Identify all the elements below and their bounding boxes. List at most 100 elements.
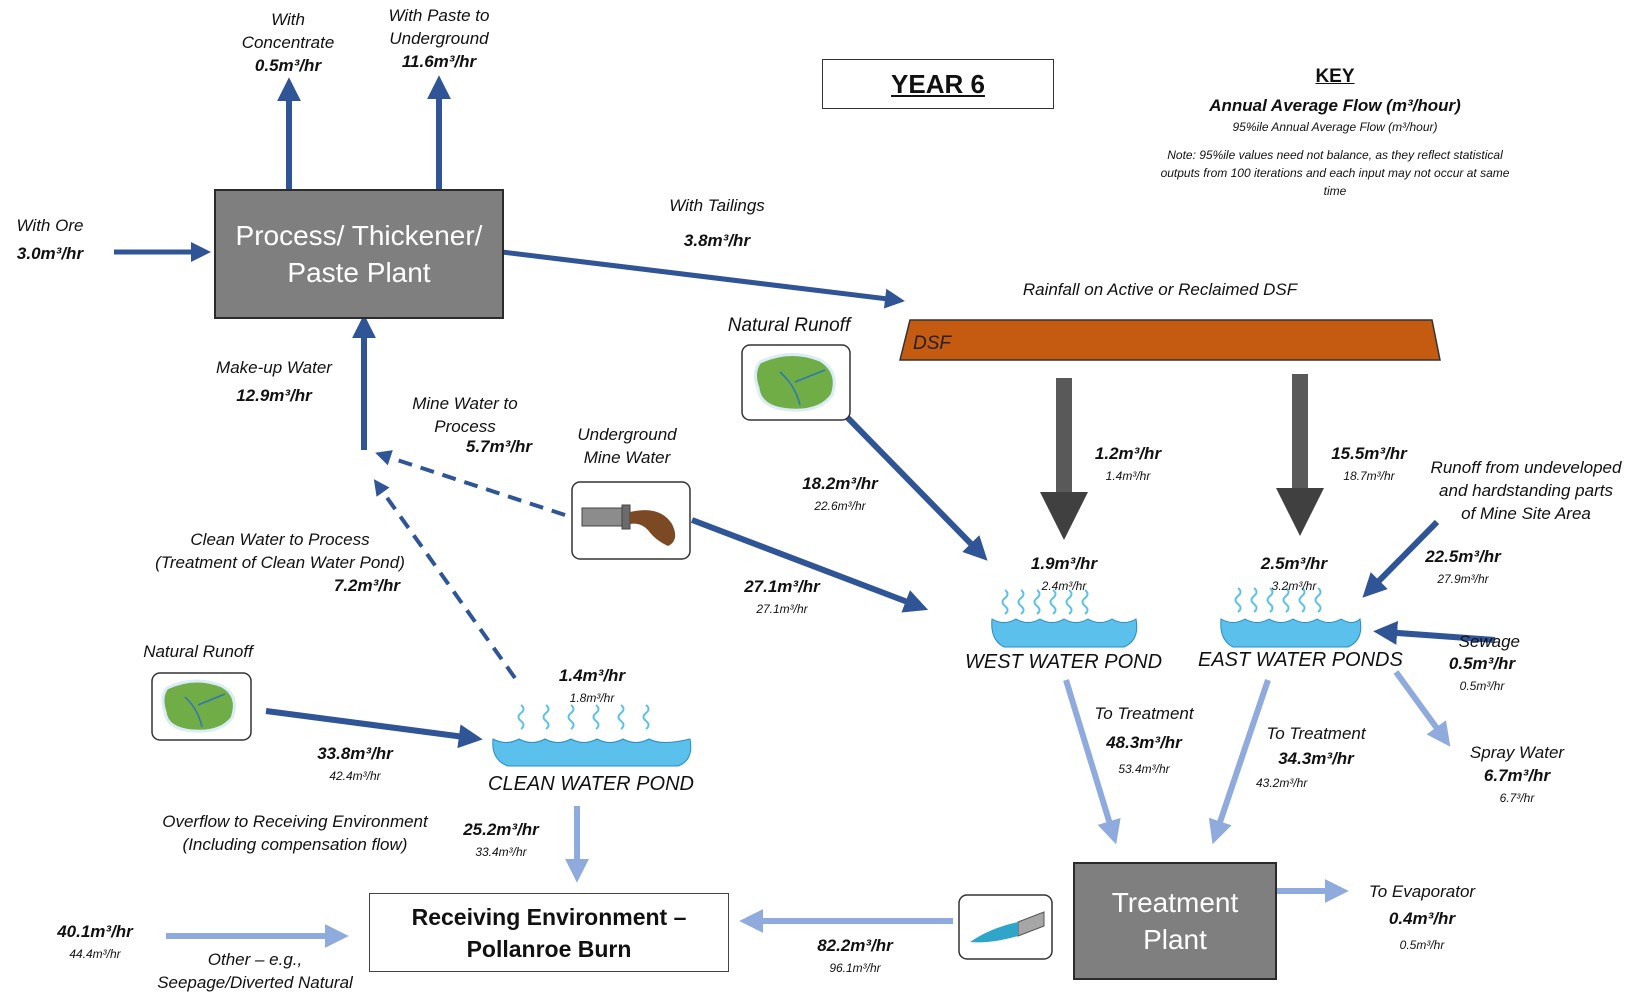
flow-text: 1.4m³/hr bbox=[558, 666, 626, 685]
label-ore: With Ore 3.0m³/hr bbox=[4, 214, 96, 265]
flow-text: 44.4m³/hr bbox=[69, 947, 121, 961]
treatment-line-2: Plant bbox=[1143, 924, 1207, 955]
flow-text: 43.2m³/hr bbox=[1256, 776, 1308, 790]
label-evaporator: To Evaporator 0.4m³/hr 0.5m³/hr bbox=[1352, 880, 1492, 957]
arrow-east-treatment bbox=[1208, 679, 1271, 845]
flow-text: 42.4m³/hr bbox=[329, 769, 381, 783]
receiving-line-2: Pollanroe Burn bbox=[466, 935, 632, 962]
clean-pond-label: CLEAN WATER POND bbox=[488, 773, 694, 795]
flow-text: 27.9m³/hr bbox=[1437, 572, 1489, 586]
flow-text: 1.9m³/hr bbox=[1030, 554, 1098, 573]
land-runoff-icon bbox=[741, 344, 851, 421]
flow-text: 5.7m³/hr bbox=[465, 437, 532, 456]
flow-text: 3.8m³/hr bbox=[683, 231, 751, 250]
year-title: YEAR 6 bbox=[822, 59, 1054, 109]
flow-text: 22.6m³/hr bbox=[814, 499, 866, 513]
flow-text: 1.8m³/hr bbox=[569, 691, 615, 705]
arrow-spray bbox=[1393, 670, 1451, 747]
receiving-environment-box: Receiving Environment – Pollanroe Burn bbox=[369, 893, 729, 972]
value-treatment-discharge: 82.2m³/hr 96.1m³/hr bbox=[800, 934, 910, 980]
flow-text: Spray Water bbox=[1469, 743, 1565, 762]
flow-text: 15.5m³/hr bbox=[1331, 444, 1407, 463]
flow-text: Natural Runoff bbox=[727, 315, 851, 336]
flow-text: Mine Water to bbox=[412, 394, 518, 413]
flow-text: 33.4m³/hr bbox=[475, 845, 527, 859]
arrow-tailings bbox=[501, 249, 905, 309]
value-west-rain: 1.9m³/hr 2.4m³/hr bbox=[1014, 552, 1114, 598]
label-rainfall-dsf: Rainfall on Active or Reclaimed DSF bbox=[1000, 278, 1320, 301]
flow-text: 0.5m³/hr bbox=[1459, 679, 1505, 693]
value-sewage: 0.5m³/hr 0.5m³/hr bbox=[1432, 652, 1532, 698]
flow-text: Underground bbox=[577, 425, 677, 444]
west-pond-shape bbox=[991, 618, 1138, 648]
label-natural-runoff-clean: Natural Runoff bbox=[128, 640, 268, 663]
flow-text: With bbox=[271, 10, 305, 29]
label-tailings: With Tailings 3.8m³/hr bbox=[652, 194, 782, 252]
value-dsf-west: 1.2m³/hr 1.4m³/hr bbox=[1078, 442, 1178, 488]
flow-text: 11.6m³/hr bbox=[401, 52, 477, 71]
label-spray-water: Spray Water 6.7m³/hr 6.7³/hr bbox=[1462, 741, 1572, 810]
label-east-to-treatment: To Treatment 34.3m³/hr 43.2m³/hr bbox=[1256, 722, 1376, 795]
arrow-runoff-clean bbox=[265, 708, 483, 749]
flow-text: 1.4m³/hr bbox=[1105, 469, 1151, 483]
flow-text: (Treatment of Clean Water Pond) bbox=[155, 553, 405, 572]
pipe-outflow-icon bbox=[571, 481, 691, 560]
label-paste: With Paste to Underground 11.6m³/hr bbox=[374, 4, 504, 73]
value-overflow: 25.2m³/hr 33.4m³/hr bbox=[446, 818, 556, 864]
receiving-line-1: Receiving Environment – bbox=[411, 903, 687, 930]
value-underground: 27.1m³/hr 27.1m³/hr bbox=[722, 575, 842, 621]
clean-pond-shape bbox=[492, 738, 692, 767]
arrow-sewage bbox=[1373, 620, 1496, 645]
process-line-1: Process/ Thickener/ bbox=[235, 220, 483, 251]
flow-text: 3.2m³/hr bbox=[1271, 579, 1317, 593]
flow-text: 3.0m³/hr bbox=[16, 244, 84, 263]
dsf-label: DSF bbox=[913, 333, 951, 354]
flow-text: 7.2m³/hr bbox=[333, 576, 400, 595]
value-other: 40.1m³/hr 44.4m³/hr bbox=[40, 920, 150, 966]
east-pond-shape bbox=[1220, 617, 1362, 648]
flow-text: Concentrate bbox=[241, 33, 335, 52]
flow-text: 6.7m³/hr bbox=[1483, 766, 1551, 785]
flow-text: Rainfall on Active or Reclaimed DSF bbox=[1022, 280, 1298, 299]
flow-text: Process bbox=[434, 417, 496, 436]
east-pond-label: EAST WATER PONDS bbox=[1198, 649, 1403, 671]
flow-text: 0.5m³/hr bbox=[1448, 654, 1516, 673]
value-runoff-west: 18.2m³/hr 22.6m³/hr bbox=[780, 472, 900, 518]
flow-text: Underground bbox=[389, 29, 489, 48]
flow-text: 22.5m³/hr bbox=[1425, 547, 1501, 566]
arrow-runoff-west bbox=[842, 412, 988, 561]
value-runoff-clean: 33.8m³/hr 42.4m³/hr bbox=[300, 742, 410, 788]
flow-text: Sewage bbox=[1458, 632, 1520, 651]
key-annual-average: Annual Average Flow (m³/hour) bbox=[1209, 96, 1461, 115]
label-runoff-mine-site: Runoff from undeveloped and hardstanding… bbox=[1426, 456, 1626, 525]
value-dsf-east: 15.5m³/hr 18.7m³/hr bbox=[1314, 442, 1424, 488]
flow-text: 2.4m³/hr bbox=[1041, 579, 1087, 593]
flow-text: 18.2m³/hr bbox=[802, 474, 878, 493]
key-title: KEY bbox=[1315, 66, 1355, 87]
flow-text: Other – e.g., bbox=[207, 950, 303, 969]
flow-text: 82.2m³/hr bbox=[817, 936, 893, 955]
arrow-west-treatment bbox=[1063, 679, 1121, 845]
flow-text: Make-up Water bbox=[216, 358, 332, 377]
flow-text: of Mine Site Area bbox=[1461, 504, 1591, 523]
key-legend: KEY Annual Average Flow (m³/hour) 95%ile… bbox=[1160, 66, 1510, 200]
flow-text: 48.3m³/hr bbox=[1106, 733, 1182, 752]
flow-text: With Ore bbox=[16, 216, 84, 235]
flow-text: 12.9m³/hr bbox=[236, 386, 312, 405]
flow-text: and hardstanding parts bbox=[1439, 481, 1613, 500]
flow-text: 53.4m³/hr bbox=[1118, 762, 1170, 776]
land-runoff-icon bbox=[151, 672, 252, 741]
process-line-2: Paste Plant bbox=[287, 257, 431, 288]
discharge-pipe-icon bbox=[958, 894, 1053, 960]
flow-text: 25.2m³/hr bbox=[463, 820, 539, 839]
label-natural-runoff-west: Natural Runoff bbox=[714, 314, 864, 337]
flow-text: 40.1m³/hr bbox=[57, 922, 133, 941]
flow-text: (Including compensation flow) bbox=[182, 835, 408, 854]
dsf-shape bbox=[899, 319, 1441, 361]
flow-text: 96.1m³/hr bbox=[829, 961, 881, 975]
flow-text: 18.7m³/hr bbox=[1343, 469, 1395, 483]
flow-text: 6.7³/hr bbox=[1499, 791, 1535, 805]
value-clean-rain: 1.4m³/hr 1.8m³/hr bbox=[542, 664, 642, 710]
